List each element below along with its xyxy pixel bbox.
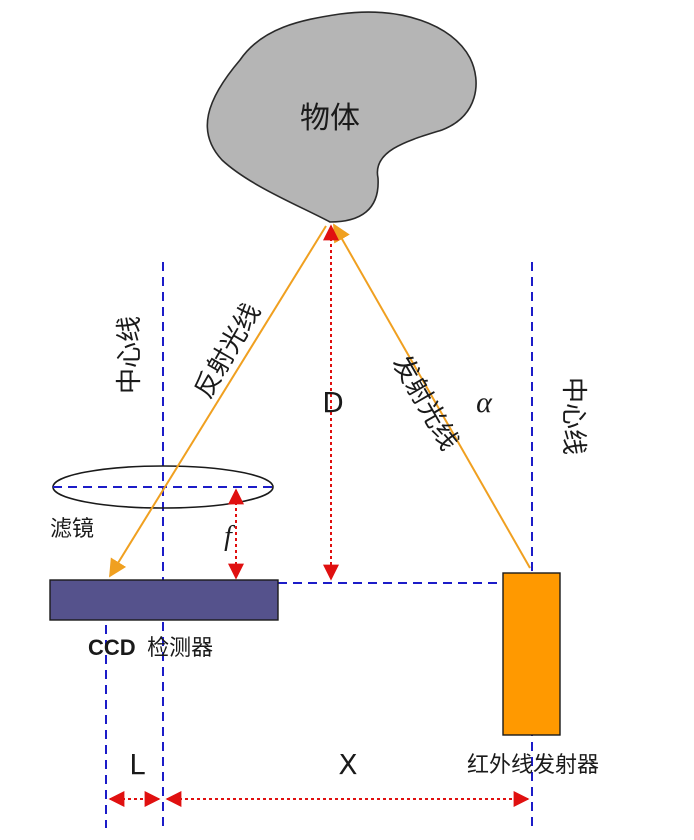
reflected-ray: [109, 225, 327, 578]
angle-alpha-label: α: [476, 386, 493, 419]
center-line-right-label: 中心线: [558, 377, 588, 455]
ccd-detector: [49, 579, 279, 621]
object-label: 物体: [300, 101, 360, 136]
ir-emitter: [502, 572, 561, 736]
focal-f-label: f: [224, 521, 235, 552]
ccd-label-prefix: CCD: [88, 635, 136, 660]
ccd-label: CCD 检测器: [88, 635, 213, 661]
emitter-label: 红外线发射器: [467, 753, 599, 778]
filter-label: 滤镜: [50, 517, 94, 542]
reflected-ray-label: 反射光线: [189, 298, 267, 403]
distance-d-label: D: [322, 386, 344, 419]
dim-l-label: L: [129, 748, 145, 781]
center-line-left-label: 中心线: [115, 316, 145, 394]
object-shape: [206, 11, 477, 223]
emitted-ray-label: 发射光线: [386, 350, 464, 455]
ccd-label-suffix: 检测器: [147, 636, 213, 661]
emitted-ray: [333, 223, 531, 569]
dim-x-label: X: [338, 748, 357, 781]
